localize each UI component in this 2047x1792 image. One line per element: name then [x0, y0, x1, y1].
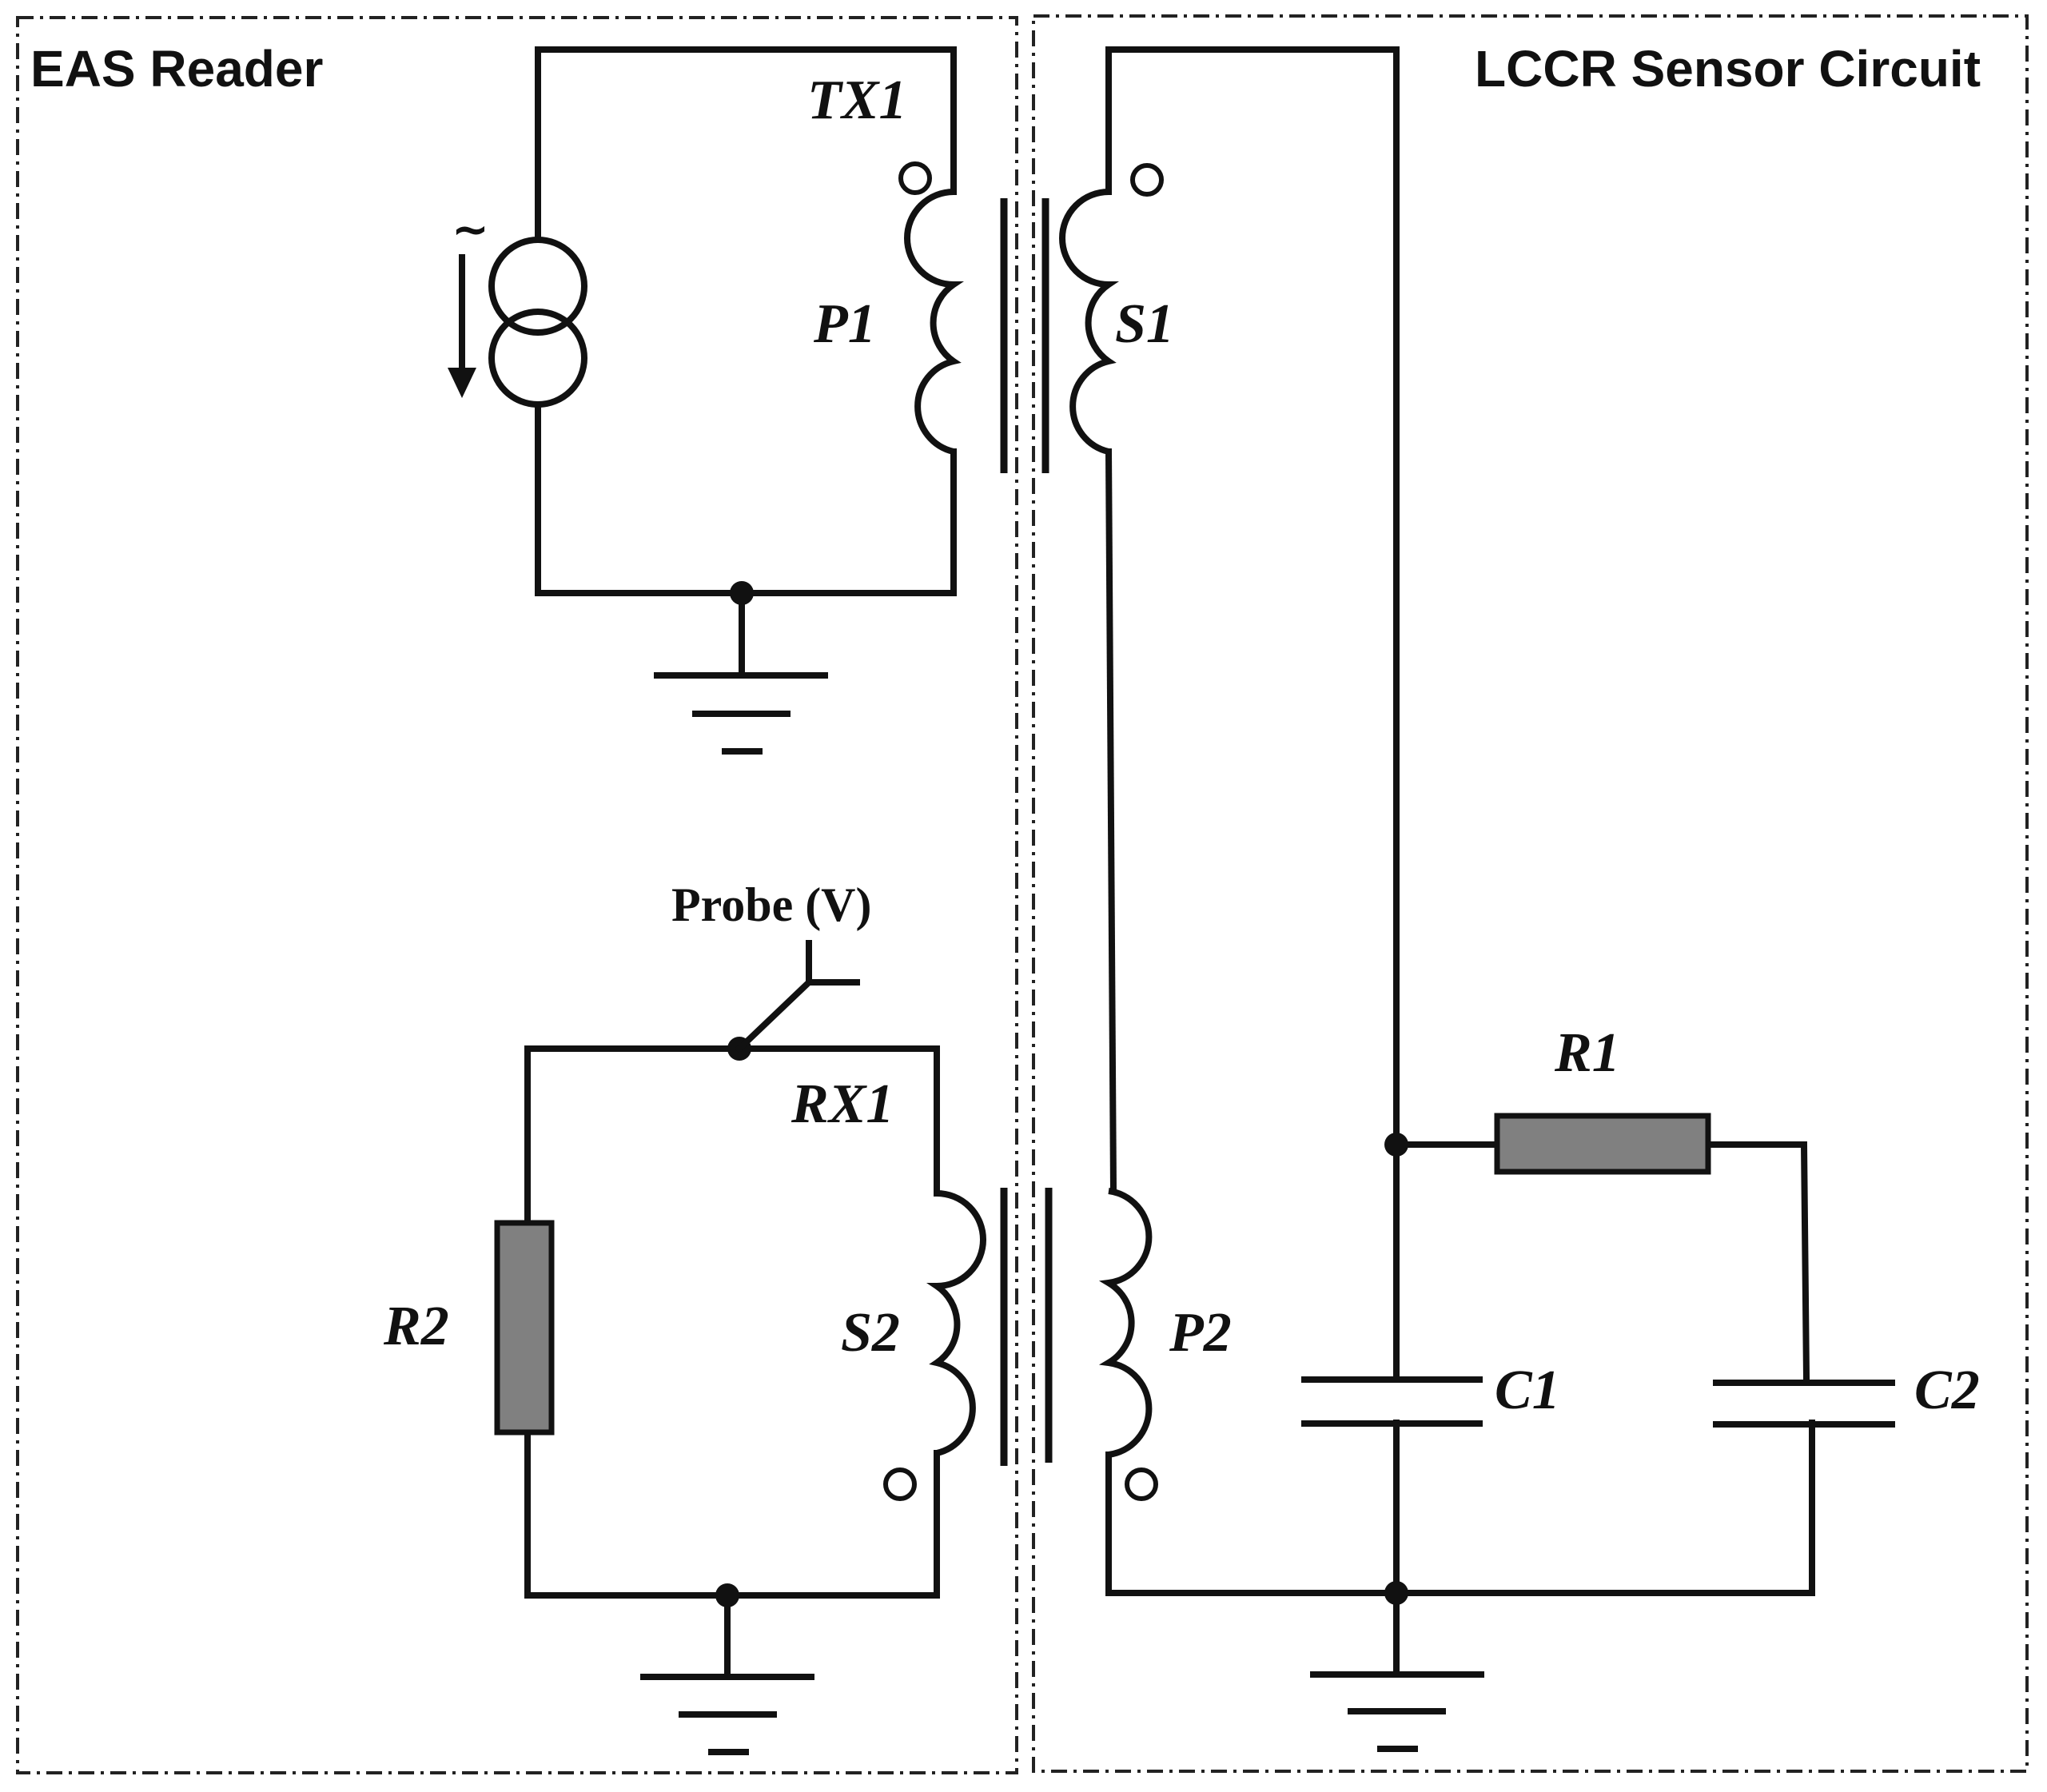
rx1-ground-junction	[715, 1583, 739, 1607]
lccr-ground-junction	[1384, 1581, 1408, 1605]
c1-capacitor	[1301, 1376, 1483, 1427]
c2-label: C2	[1914, 1360, 1980, 1421]
ground-rx1	[640, 1674, 814, 1755]
tx1-wire-top	[535, 46, 957, 243]
lccr-loop	[1105, 46, 1815, 1678]
eas-reader-title: EAS Reader	[30, 40, 323, 98]
s1-label: S1	[1115, 293, 1174, 355]
probe-symbol	[735, 940, 860, 1053]
rx1-label: RX1	[791, 1073, 894, 1135]
r1-resistor	[1494, 1113, 1711, 1175]
p2-coil	[1098, 1188, 1153, 1458]
source-circle-upper	[488, 237, 587, 336]
r1-label: R1	[1554, 1022, 1620, 1084]
ac-symbol: ~	[452, 204, 489, 256]
s2-dot-marker	[883, 1467, 917, 1501]
s2-coil	[926, 1190, 986, 1456]
lccr-sensor-title: LCCR Sensor Circuit	[1475, 40, 1981, 98]
p1-coil	[904, 189, 964, 455]
ground-tx1	[654, 672, 828, 755]
s1-coil	[1059, 189, 1119, 455]
p2-label: P2	[1169, 1302, 1232, 1364]
lccr-sensor-panel	[1032, 14, 2029, 1773]
tx1-wire-bottom	[535, 404, 957, 596]
s1-to-p2-wire	[1105, 448, 1117, 1195]
source-circle-lower	[488, 309, 587, 408]
ground-lccr	[1310, 1671, 1484, 1752]
source-arrow-head	[448, 368, 476, 398]
c1-label: C1	[1495, 1360, 1560, 1421]
p2-dot-marker	[1125, 1467, 1158, 1501]
s2-label: S2	[841, 1302, 900, 1364]
r2-resistor	[494, 1220, 555, 1436]
p1-label: P1	[813, 293, 876, 355]
eas-reader-panel	[16, 16, 1018, 1774]
lccr-wire-bottom	[1105, 1420, 1815, 1596]
c2-capacitor	[1713, 1380, 1895, 1428]
rx1-wire-bottom	[524, 1429, 940, 1599]
r1-junction	[1384, 1133, 1408, 1157]
probe-label: Probe (V)	[671, 878, 872, 931]
r2-label: R2	[383, 1296, 449, 1357]
current-source: ~	[448, 204, 587, 408]
tx1-label: TX1	[807, 70, 906, 131]
s1-dot-marker	[1130, 163, 1164, 197]
lccr-wire-main	[1105, 46, 1400, 1381]
r1-right-wire	[1705, 1141, 1810, 1382]
tx1-ground-junction	[730, 581, 754, 605]
p1-dot-marker	[898, 161, 932, 195]
tx1-loop	[535, 46, 957, 676]
